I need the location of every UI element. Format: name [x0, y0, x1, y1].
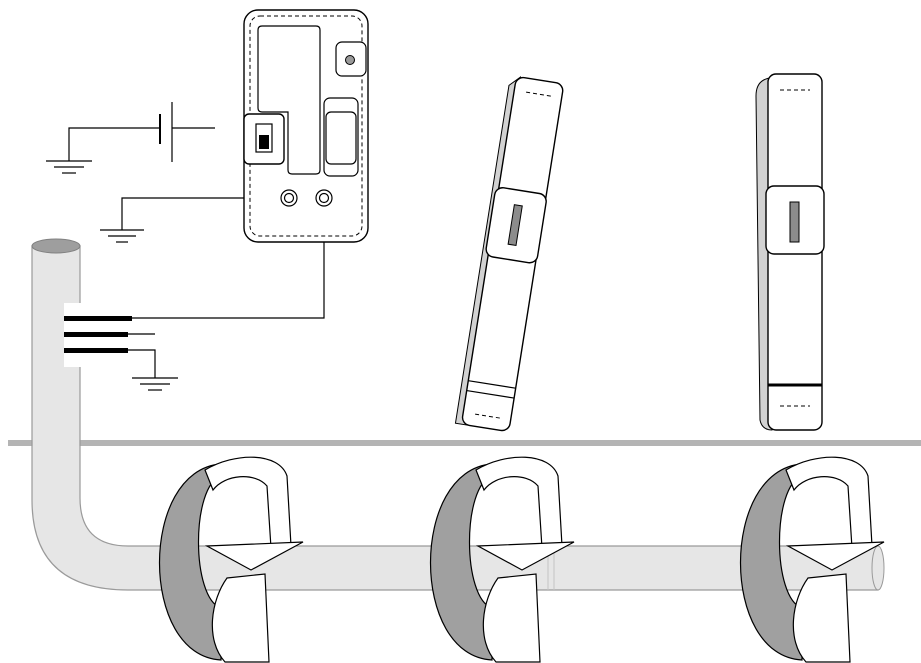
coil-band-upper: [475, 456, 563, 549]
meter-body: [243, 9, 369, 243]
wire-ground-to-terminal: [121, 197, 280, 230]
cable-clamp: [64, 303, 156, 378]
coil-band-upper: [785, 456, 873, 549]
coil-band-inner: [430, 463, 493, 661]
device-window: [789, 201, 800, 243]
ground-symbol: [132, 377, 178, 391]
coil-wraps: [159, 456, 885, 663]
terminal-jack-left-inner: [283, 192, 295, 204]
coil-band-inner: [740, 463, 803, 661]
device-side-view-upright: [755, 73, 825, 431]
meter-case-inner: [249, 15, 363, 237]
ground-symbol: [46, 160, 92, 174]
coil-arrow-head: [204, 541, 304, 571]
coil-wrap-arrow: [430, 456, 575, 663]
ground-surface-line: [8, 440, 921, 446]
ground-symbol: [100, 229, 144, 243]
battery-symbol: [68, 102, 215, 162]
coil-arrow-head: [785, 541, 885, 571]
meter-display: [257, 25, 321, 175]
device-window: [507, 204, 523, 247]
coil-wrap-arrow: [740, 456, 885, 663]
coil-band-inner: [159, 463, 222, 661]
cable-conductor: [64, 348, 128, 353]
device-side-view-tilted: [454, 75, 564, 432]
terminal-jack-right-inner: [318, 192, 330, 204]
meter-connector: [325, 111, 357, 165]
pipe-end-cap: [871, 545, 885, 591]
slide-switch-knob: [259, 135, 269, 149]
cable-conductor: [64, 332, 128, 337]
coil-wrap-arrow: [159, 456, 304, 663]
cable-conductor: [64, 316, 132, 321]
pipe-riser-over-ground: [32, 440, 80, 446]
meter-indicator-led: [345, 55, 355, 65]
coil-arrow-head: [475, 541, 575, 571]
coil-band-upper: [204, 456, 292, 549]
coil-band-lower: [482, 573, 541, 663]
pipe-top-opening: [31, 238, 81, 254]
coil-band-lower: [792, 573, 851, 663]
coil-band-lower: [211, 573, 270, 663]
